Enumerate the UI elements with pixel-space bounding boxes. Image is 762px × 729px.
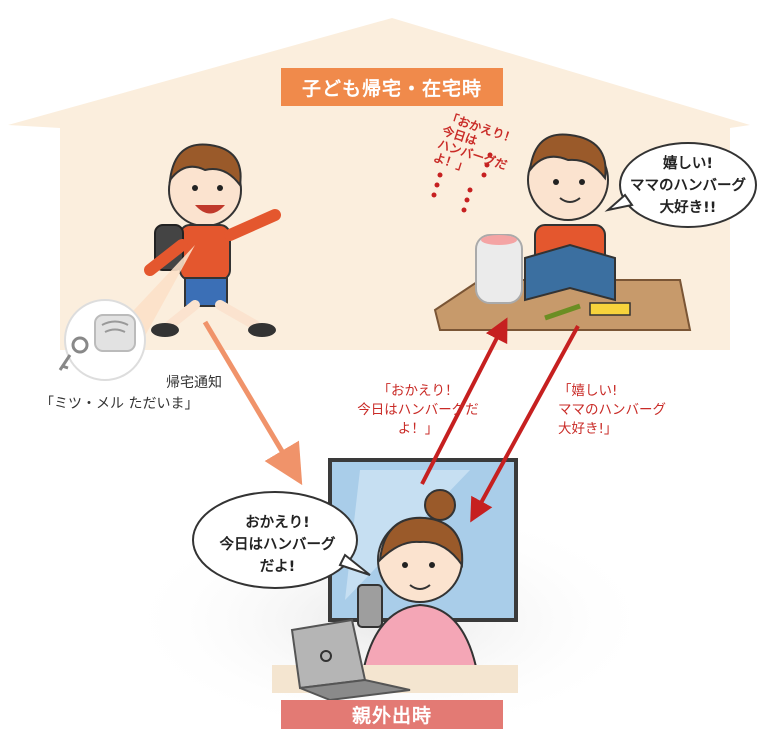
child-speech-bubble	[619, 142, 757, 228]
parent-speech-bubble	[192, 491, 358, 589]
notification-line-2: 「ミツ・メル ただいま」	[40, 396, 199, 412]
reply-to-parent-arrow	[470, 325, 580, 523]
parent-bubble-line-3: だよ!	[259, 559, 296, 575]
parent-bubble-text: おかえり! 今日はハンバーグ だよ!	[210, 512, 345, 578]
home-section-title: 子ども帰宅・在宅時	[281, 68, 503, 106]
message-to-speaker-arrow	[420, 317, 508, 485]
key-tag-illustration	[58, 245, 195, 381]
parent-message-line-1: 「おかえり！	[377, 383, 459, 399]
parent-bubble-line-1: おかえり!	[245, 515, 310, 531]
laptop-illustration	[290, 618, 411, 702]
smart-speaker	[475, 234, 523, 304]
parent-message-line-2: 今日はハンバーグだよ！」	[357, 402, 479, 437]
parent-bubble-line-2: 今日はハンバーグ	[219, 537, 336, 553]
home-notification-label: 帰宅通知 「ミツ・メル ただいま」	[40, 373, 250, 415]
child-reply-line-1: 「嬉しい!	[558, 383, 618, 399]
notification-line-1: 帰宅通知	[166, 375, 222, 391]
child-reply-label: 「嬉しい! ママのハンバーグ 大好き!」	[558, 382, 708, 439]
parent-message-label: 「おかえり！ 今日はハンバーグだよ！」	[348, 382, 488, 439]
child-bubble-line-3: 大好き!!	[659, 200, 717, 216]
child-reply-line-3: 大好き!」	[558, 421, 618, 437]
child-reply-line-2: ママのハンバーグ	[558, 402, 666, 418]
home-notification-arrow	[202, 320, 303, 486]
running-child-illustration	[144, 143, 281, 337]
away-section-title: 親外出時	[281, 700, 503, 729]
child-bubble-text: 嬉しい! ママのハンバーグ 大好き!!	[628, 153, 748, 219]
child-bubble-line-1: 嬉しい!	[662, 156, 714, 172]
sound-dots	[431, 152, 493, 213]
child-bubble-line-2: ママのハンバーグ	[630, 178, 746, 194]
